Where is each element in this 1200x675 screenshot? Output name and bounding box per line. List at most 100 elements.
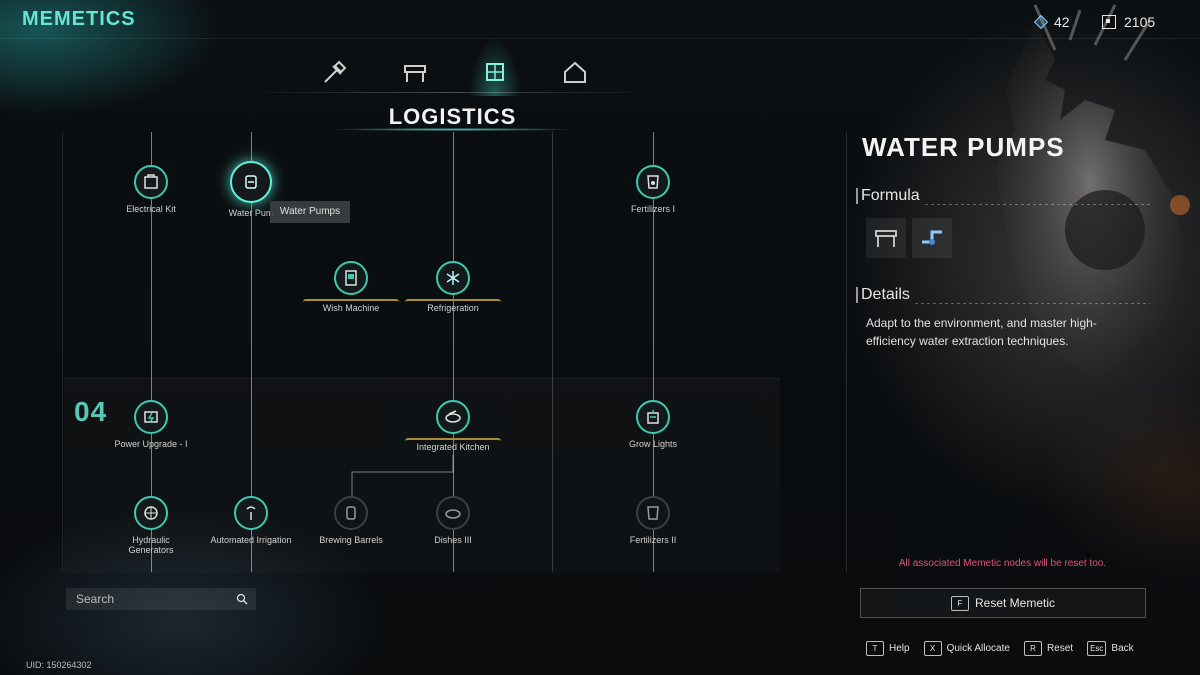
resource-points: 42 (1033, 14, 1070, 30)
panel-divider (846, 132, 847, 572)
node-hydraulic-generators[interactable]: Hydraulic Generators (91, 496, 211, 555)
category-title: LOGISTICS (388, 104, 517, 129)
node-water-pumps[interactable]: Water Pum (191, 161, 311, 218)
resource-currency-value: 2105 (1124, 14, 1156, 30)
search-input[interactable] (74, 591, 236, 607)
node-brewing-barrels[interactable]: Brewing Barrels (291, 496, 411, 545)
resource-currency: 2105 (1102, 14, 1155, 30)
resource-points-value: 42 (1054, 14, 1070, 30)
hint-label: Back (1111, 643, 1134, 654)
node-label: Power Upgrade - I (114, 439, 188, 449)
node-integrated-kitchen[interactable]: Integrated Kitchen (393, 400, 513, 452)
node-label: Brewing Barrels (319, 535, 383, 545)
node-label: Hydraulic Generators (128, 535, 174, 555)
details-heading: Details (856, 287, 910, 303)
hint-help[interactable]: T Help (866, 641, 910, 656)
node-label: Integrated Kitchen (405, 438, 501, 452)
detail-title: WATER PUMPS (862, 132, 1065, 162)
tree-column-divider (552, 132, 553, 572)
node-label: Refrigeration (405, 299, 501, 313)
branch-line (453, 132, 454, 572)
branch-line (151, 132, 152, 572)
fertilizer-bag-icon (636, 165, 670, 199)
hint-reset[interactable]: R Reset (1023, 641, 1074, 656)
hint-label: Quick Allocate (946, 643, 1010, 654)
node-tooltip: Water Pumps (270, 201, 350, 223)
key-icon: Esc (1087, 641, 1107, 656)
wish-machine-icon (334, 261, 368, 295)
pipe-icon (922, 230, 942, 245)
details-description: Adapt to the environment, and master hig… (866, 316, 1097, 348)
formula-item-pipe[interactable] (912, 218, 952, 258)
water-pump-icon (230, 161, 272, 203)
formula-item-workbench[interactable] (866, 218, 906, 258)
tier-label: 04 (74, 396, 108, 427)
key-f-icon: F (950, 595, 969, 611)
reset-memetic-button[interactable]: F Reset Memetic (860, 588, 1146, 618)
tab-tools[interactable] (315, 52, 355, 92)
details-heading-line (915, 303, 1150, 304)
key-icon: R (1023, 641, 1042, 656)
hint-label: Help (889, 643, 910, 654)
hint-quick-allocate[interactable]: X Quick Allocate (923, 641, 1010, 656)
cube-icon (1033, 14, 1049, 30)
key-icon: T (866, 641, 884, 656)
tabs-underline (240, 92, 660, 93)
electrical-kit-icon (134, 165, 168, 199)
frame-icon (1102, 15, 1116, 29)
node-dishes-3[interactable]: Dishes III (393, 496, 513, 545)
node-label: Fertilizers I (630, 204, 675, 214)
node-power-upgrade-1[interactable]: Power Upgrade - I (91, 400, 211, 449)
dish-icon (436, 496, 470, 530)
fertilizer-bag-icon (636, 496, 670, 530)
node-label: Water Pum (228, 208, 274, 218)
water-wheel-icon (134, 496, 168, 530)
node-label: Grow Lights (628, 439, 678, 449)
tab-logistics[interactable] (469, 38, 521, 96)
user-id: UID: 150264302 (26, 660, 92, 670)
tab-workbench[interactable] (395, 52, 435, 92)
node-label: Automated Irrigation (210, 535, 292, 545)
category-tabs (305, 38, 605, 96)
formula-items (866, 218, 952, 258)
reset-memetic-label: Reset Memetic (974, 596, 1056, 610)
tree-frame (62, 132, 783, 572)
node-grow-lights[interactable]: Grow Lights (593, 400, 713, 449)
connector-line (351, 455, 454, 497)
node-label: Wish Machine (303, 299, 399, 313)
node-wish-machine[interactable]: Wish Machine (291, 261, 411, 313)
node-fertilizers-2[interactable]: Fertilizers II (593, 496, 713, 545)
node-label: Dishes III (434, 535, 472, 545)
node-refrigeration[interactable]: Refrigeration (393, 261, 513, 313)
reset-warning: All associated Memetic nodes will be res… (898, 558, 1107, 569)
key-hints: T Help X Quick Allocate R Reset Esc Back (866, 641, 1134, 656)
formula-heading-line (925, 204, 1150, 205)
app-title: MEMETICS (22, 8, 136, 30)
sprinkler-icon (234, 496, 268, 530)
search-icon[interactable] (236, 593, 248, 605)
node-label: Fertilizers II (629, 535, 677, 545)
category-title-glow (330, 128, 575, 131)
tier-row-band (64, 378, 780, 573)
tools-icon (324, 60, 347, 83)
hint-label: Reset (1046, 643, 1074, 654)
creature-artwork (995, 4, 1190, 380)
node-label: Electrical Kit (126, 204, 176, 214)
logistics-icon (486, 63, 504, 81)
tab-house[interactable] (555, 52, 595, 92)
header-divider (0, 38, 1200, 39)
node-automated-irrigation[interactable]: Automated Irrigation (191, 496, 311, 545)
grow-light-icon (636, 400, 670, 434)
barrel-icon (334, 496, 368, 530)
workbench-icon (875, 230, 897, 247)
house-icon (564, 61, 586, 83)
kitchen-plate-icon (436, 400, 470, 434)
workbench-icon (404, 65, 426, 82)
search-box (66, 588, 256, 610)
node-fertilizers-1[interactable]: Fertilizers I (593, 165, 713, 214)
key-icon: X (923, 641, 942, 656)
node-electrical-kit[interactable]: Electrical Kit (91, 165, 211, 214)
hint-back[interactable]: Esc Back (1087, 641, 1134, 656)
power-upgrade-icon (134, 400, 168, 434)
snowflake-icon (436, 261, 470, 295)
